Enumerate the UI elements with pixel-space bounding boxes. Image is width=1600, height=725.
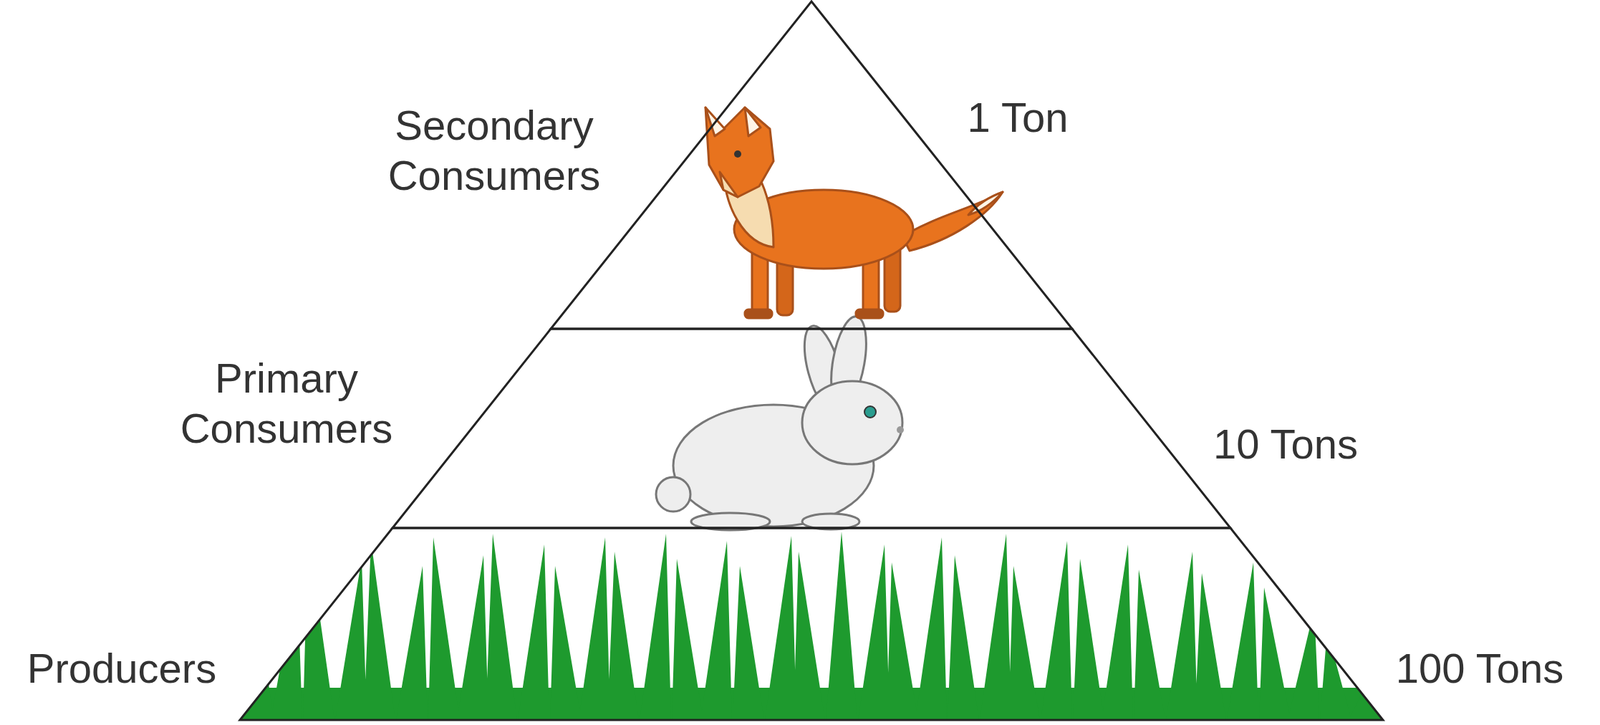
grass-illustration: [214, 531, 1404, 724]
biomass-label: 10 Tons: [1213, 418, 1358, 470]
band-shape: [550, 1, 1073, 329]
level-name: Producers: [27, 643, 217, 694]
rabbit-illustration: [656, 313, 904, 530]
trophic-band: Producers100 Tons: [239, 527, 1383, 720]
trophic-band: Primary Consumers10 Tons: [392, 328, 1231, 528]
level-name: Secondary Consumers: [388, 100, 601, 200]
level-name: Primary Consumers: [180, 353, 394, 453]
fox-illustration: [705, 107, 1003, 318]
band-outline: [392, 328, 1231, 528]
band-outline: [239, 527, 1383, 720]
band-shape: [239, 527, 1383, 720]
band-outline: [550, 1, 1073, 329]
trophic-band: Secondary Consumers1 Ton: [550, 1, 1073, 329]
biomass-label: 100 Tons: [1395, 643, 1564, 694]
band-shape: [392, 328, 1231, 528]
biomass-label: 1 Ton: [967, 92, 1069, 143]
